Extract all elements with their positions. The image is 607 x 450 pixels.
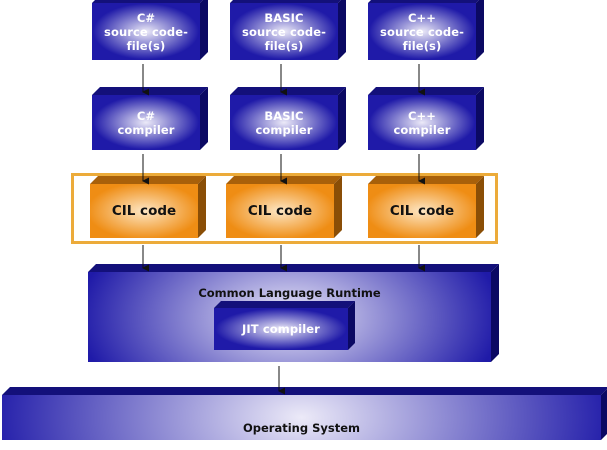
cil-box-csharp: CIL code: [90, 176, 206, 238]
box-front-face: [2, 395, 601, 440]
compiler-label-csharp: C# compiler: [117, 108, 175, 137]
cil-group-frame: [71, 173, 498, 244]
box-faces: [230, 0, 346, 60]
box-side-face: [491, 264, 499, 362]
box-front-face: [230, 95, 338, 150]
box-front-face: [230, 3, 338, 60]
box-top-face: [230, 87, 346, 95]
box-faces: [368, 176, 484, 238]
box-faces: [92, 87, 208, 150]
box-side-face: [334, 176, 342, 238]
source-label-csharp: C# source code- file(s): [104, 10, 188, 53]
jit-compiler-label: JIT compiler: [242, 322, 320, 336]
box-front-face: [368, 3, 476, 60]
clr-label: Common Language Runtime: [198, 286, 381, 300]
box-top-face: [88, 264, 499, 272]
source-label-basic: BASIC source code- file(s): [242, 10, 326, 53]
source-box-cpp: C++ source code- file(s): [368, 0, 484, 60]
box-front-face: [226, 184, 334, 238]
box-front-face: [90, 184, 198, 238]
box-faces: [368, 0, 484, 60]
box-faces: [230, 87, 346, 150]
box-top-face: [214, 301, 355, 308]
box-top-face: [92, 0, 203, 3]
box-top-face: [92, 87, 208, 95]
compiler-label-basic: BASIC compiler: [255, 108, 313, 137]
compiler-box-csharp: C# compiler: [92, 87, 208, 150]
jit-compiler-box: JIT compiler: [214, 301, 355, 350]
box-front-face: [92, 95, 200, 150]
os-box: Operating System: [2, 387, 607, 440]
box-top-face: [368, 87, 484, 95]
compiler-label-cpp: C++ compiler: [393, 108, 451, 137]
box-top-face: [2, 387, 607, 395]
box-side-face: [476, 0, 484, 60]
compiler-box-basic: BASIC compiler: [230, 87, 346, 150]
box-faces: [92, 0, 208, 60]
box-top-face: [368, 0, 479, 3]
box-side-face: [200, 0, 208, 60]
box-side-face: [338, 87, 346, 150]
box-top-face: [368, 176, 484, 184]
os-label: Operating System: [242, 420, 360, 435]
box-faces: [2, 387, 607, 440]
box-side-face: [476, 176, 484, 238]
cil-box-cpp: CIL code: [368, 176, 484, 238]
box-side-face: [198, 176, 206, 238]
cil-label-csharp: CIL code: [111, 203, 177, 219]
box-front-face: [368, 184, 476, 238]
source-box-csharp: C# source code- file(s): [92, 0, 208, 60]
box-side-face: [601, 389, 607, 440]
box-faces: [368, 87, 484, 150]
source-label-cpp: C++ source code- file(s): [380, 10, 464, 53]
box-front-face: [92, 3, 200, 60]
cil-label-cpp: CIL code: [389, 203, 455, 219]
box-front-face: [214, 308, 348, 350]
box-side-face: [348, 301, 355, 350]
box-faces: [214, 301, 355, 350]
cil-label-basic: CIL code: [247, 203, 313, 219]
box-side-face: [200, 87, 208, 150]
box-side-face: [338, 0, 346, 60]
box-faces: [90, 176, 206, 238]
source-box-basic: BASIC source code- file(s): [230, 0, 346, 60]
box-side-face: [476, 87, 484, 150]
box-top-face: [230, 0, 341, 3]
compiler-box-cpp: C++ compiler: [368, 87, 484, 150]
box-front-face: [368, 95, 476, 150]
